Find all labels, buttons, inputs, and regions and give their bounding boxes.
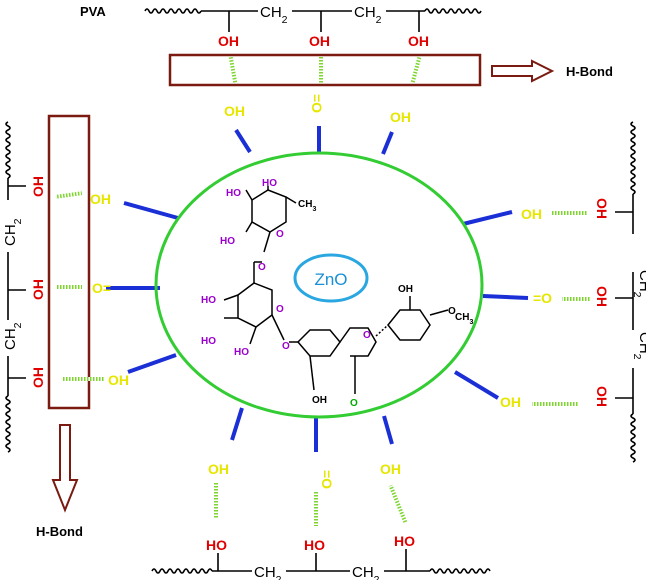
c-ring-o: O — [363, 330, 371, 341]
left-oh-3: OH — [30, 367, 46, 388]
top-hbond-box — [168, 53, 482, 87]
top-chain-wavy-right — [424, 8, 482, 14]
right-chain-wavy-top — [630, 121, 636, 195]
surface-carbonyl-top: =O — [309, 94, 325, 113]
left-oh-1: OH — [30, 176, 46, 197]
left-oh-2: OH — [30, 279, 46, 300]
rha-oh-top: HO — [262, 178, 277, 189]
left-hbond-box — [47, 114, 91, 410]
glc-oh-1: HO — [201, 295, 216, 306]
bottom-ho-1: HO — [206, 537, 227, 553]
top-ch2-1: CH2 — [260, 4, 288, 26]
bottom-ho-3: HO — [394, 533, 415, 549]
left-chain-wavy-top — [5, 121, 11, 179]
zno-nanoparticle-ring — [154, 151, 484, 419]
hbond-dash — [410, 56, 422, 84]
methoxy-o: O — [448, 306, 456, 317]
pva-label: PVA — [80, 4, 106, 19]
hbond-dash — [319, 57, 323, 83]
top-ch2-2: CH2 — [354, 4, 382, 26]
surface-spoke — [127, 353, 177, 374]
surface-oh-left-3: OH — [108, 372, 129, 388]
methoxy-ch3: CH3 — [455, 312, 473, 326]
top-hbond-arrow — [491, 59, 555, 83]
surface-spoke — [482, 294, 529, 300]
surface-oh-top-right: OH — [390, 109, 411, 125]
surface-spoke — [123, 201, 179, 220]
left-ch2-1: CH2 — [2, 218, 24, 246]
hbond-dash — [532, 402, 578, 406]
right-ch2-2: CH2 — [631, 332, 646, 360]
surface-oh-bottom-3: OH — [380, 461, 401, 477]
rha-oh-bottom: HO — [220, 236, 235, 247]
hbond-dash — [56, 285, 82, 289]
surface-carbonyl-left: O= — [92, 280, 111, 296]
glycosidic-o: O — [282, 341, 290, 352]
hbond-dash — [62, 377, 104, 381]
left-hbond-label: H-Bond — [36, 524, 83, 539]
surface-spoke — [234, 128, 252, 154]
surface-spoke — [382, 415, 394, 445]
surface-oh-right-3: OH — [500, 394, 521, 410]
hbond-dash — [214, 482, 218, 518]
zno-core — [293, 253, 369, 303]
rha-ring-o: O — [276, 229, 284, 240]
glc-oh-2: HO — [201, 336, 216, 347]
ketone-o: O — [350, 398, 358, 409]
hbond-dash — [55, 191, 83, 199]
bottom-chain-wavy-left — [151, 568, 213, 574]
hbond-dash — [228, 56, 238, 84]
surface-oh-left-1: OH — [90, 191, 111, 207]
left-chain-wavy-bottom — [5, 395, 11, 453]
glc-ring-o: O — [276, 304, 284, 315]
bottom-ho-2: HO — [304, 537, 325, 553]
right-ch2-1: CH2 — [631, 270, 646, 298]
surface-spoke — [453, 370, 500, 400]
hbond-dash — [562, 297, 590, 301]
right-oh-2: OH — [594, 286, 610, 307]
surface-carbonyl-bottom: =O — [319, 470, 335, 489]
bottom-chain-wavy-right — [429, 568, 491, 574]
surface-oh-right-1: OH — [521, 206, 542, 222]
rha-ch3: CH3 — [298, 199, 316, 213]
b-ring-oh: OH — [398, 284, 413, 295]
hbond-dash — [552, 211, 588, 215]
glc-oh-3: HO — [234, 347, 249, 358]
top-chain-wavy-left — [144, 8, 202, 14]
top-hbond-label: H-Bond — [566, 64, 613, 79]
surface-spoke — [381, 131, 394, 155]
hesperidin-labels: HO HO HO CH3 O O O HO HO HO O O OH O OH … — [201, 178, 473, 409]
surface-oh-top-left: OH — [224, 103, 245, 119]
bottom-ch2-1: CH2 — [254, 564, 282, 580]
top-oh-2: OH — [309, 33, 330, 49]
hbond-dash — [388, 484, 408, 524]
surface-spokes — [106, 126, 529, 452]
surface-carbonyl-right: =O — [533, 290, 552, 306]
linker-o: O — [258, 262, 266, 273]
left-hbond-arrow — [51, 424, 79, 513]
surface-spoke — [230, 407, 244, 441]
hesperidin-molecule — [223, 186, 449, 394]
top-oh-3: OH — [408, 33, 429, 49]
right-oh-1: OH — [594, 198, 610, 219]
rha-oh-left: HO — [226, 188, 241, 199]
aglycone-oh: OH — [312, 395, 327, 406]
surface-oh-bottom-1: OH — [208, 461, 229, 477]
top-oh-1: OH — [218, 33, 239, 49]
right-oh-3: OH — [594, 386, 610, 407]
right-chain-wavy-bottom — [630, 413, 636, 463]
hbond-dash — [314, 492, 318, 526]
left-ch2-2: CH2 — [2, 322, 24, 350]
bottom-ch2-2: CH2 — [352, 564, 380, 580]
zno-label: ZnO — [314, 270, 347, 289]
surface-spoke — [462, 210, 513, 226]
